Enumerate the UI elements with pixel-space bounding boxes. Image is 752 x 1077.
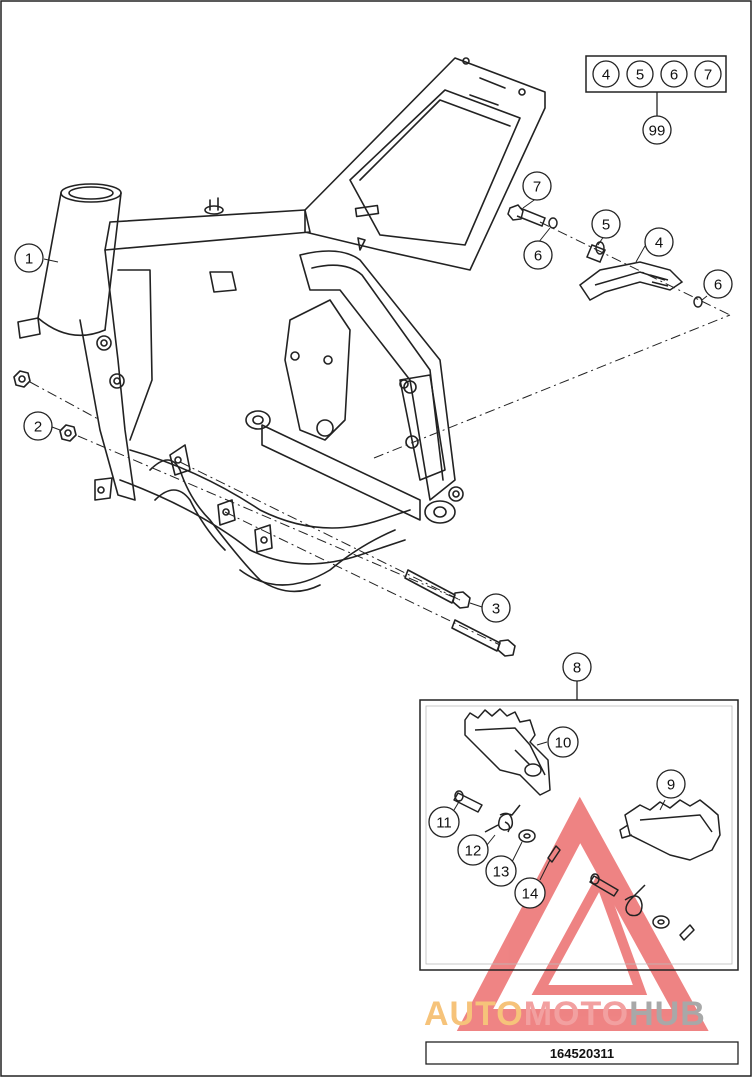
washer-6b	[693, 296, 703, 308]
callout-14: 14	[514, 877, 546, 909]
svg-text:11: 11	[436, 815, 452, 832]
svg-text:14: 14	[522, 886, 539, 903]
footrest-9	[619, 799, 721, 861]
svg-text:9: 9	[667, 777, 675, 794]
svg-text:4: 4	[655, 235, 663, 252]
callout-13: 13	[485, 855, 517, 887]
callout-4: 4	[644, 227, 674, 257]
watermark-part-auto: AUTO	[424, 995, 524, 1033]
front-down-tube	[79, 249, 136, 501]
callout-6-left: 6	[523, 240, 553, 270]
callout-8: 8	[562, 652, 592, 682]
svg-text:5: 5	[602, 217, 610, 234]
kit-part-5: 5	[636, 67, 644, 84]
svg-text:2: 2	[34, 419, 42, 436]
pin-9-set	[589, 873, 695, 941]
footrest-10	[464, 708, 551, 796]
callout-11: 11	[428, 806, 460, 838]
callout-2: 2	[23, 411, 53, 441]
kit-part-4: 4	[602, 67, 610, 84]
svg-text:3: 3	[492, 601, 500, 618]
svg-text:6: 6	[534, 248, 542, 265]
chain-guide-4	[578, 261, 684, 301]
crossmember-stub	[209, 271, 237, 293]
pivot-plate-left	[284, 299, 351, 441]
svg-text:12: 12	[465, 843, 482, 860]
callouts: 1 2 3 4 5 6 6 7 8 9 10 11 12 13 14	[14, 171, 733, 909]
callout-7: 7	[522, 171, 552, 201]
watermark-part-hub: HUB	[629, 995, 706, 1033]
callout-6-right: 6	[703, 269, 733, 299]
footrest-inset	[419, 681, 739, 971]
bolt-3b	[451, 619, 516, 657]
watermark-logo	[456, 796, 709, 1031]
svg-text:10: 10	[555, 735, 572, 752]
spacer-5	[586, 241, 606, 263]
cotter-pin-14	[547, 845, 561, 863]
svg-text:7: 7	[533, 179, 541, 196]
pin-11	[453, 790, 483, 813]
drawing-number: 164520311	[550, 1046, 614, 1061]
callout-10: 10	[547, 726, 579, 758]
bolt-7	[507, 204, 546, 227]
svg-text:1: 1	[25, 251, 33, 268]
pivot-cross-tube	[261, 424, 421, 521]
kit-number-99: 99	[649, 123, 666, 140]
callout-1: 1	[14, 243, 44, 273]
watermark-text: AUTOMOTOHUB	[424, 995, 706, 1033]
drawing-number-box: 164520311	[425, 1041, 739, 1065]
nut-2b	[59, 424, 77, 442]
callout-12: 12	[457, 834, 489, 866]
assembly-lines	[29, 221, 731, 646]
washer-6a	[548, 217, 558, 229]
washer-13	[518, 829, 536, 843]
svg-text:13: 13	[493, 864, 510, 881]
svg-text:6: 6	[714, 277, 722, 294]
right-frame-rail	[299, 250, 456, 501]
rear-subframe	[304, 57, 546, 271]
svg-text:8: 8	[573, 660, 581, 677]
spring-12	[484, 804, 521, 833]
svg-text:AUTOMOTOHUB: AUTOMOTOHUB	[424, 995, 706, 1033]
nut-2a	[13, 370, 31, 388]
kit-part-7: 7	[704, 67, 712, 84]
frame-drawing	[13, 57, 546, 657]
callout-5: 5	[591, 209, 621, 239]
steering-head-tube	[17, 183, 122, 339]
pivot-plate-right	[399, 374, 446, 481]
callout-9: 9	[656, 769, 686, 799]
watermark-part-moto: MOTO	[524, 995, 629, 1033]
kit-part-6: 6	[670, 67, 678, 84]
callout-3: 3	[481, 593, 511, 623]
kit-box: 4 5 6 7 99	[585, 55, 727, 145]
top-tube	[104, 209, 311, 251]
bolt-3a	[404, 569, 471, 609]
